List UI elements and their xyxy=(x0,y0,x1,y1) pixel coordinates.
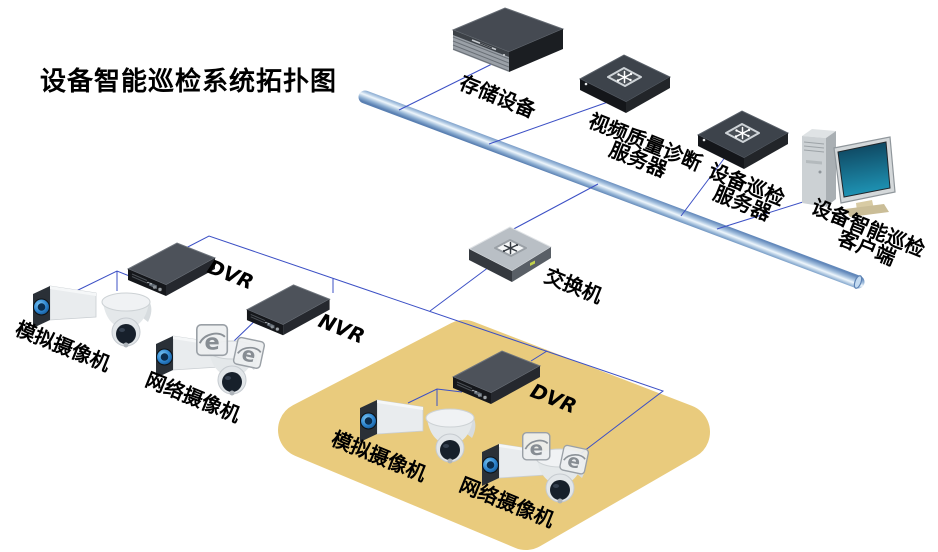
ie-badge-zone-box xyxy=(521,431,551,461)
dvr-top-icon xyxy=(127,242,216,297)
link-storage-bus xyxy=(398,63,493,111)
client-pc-icon xyxy=(802,129,896,217)
switch-label: 交换机 xyxy=(541,263,606,308)
link-switch-bus xyxy=(507,183,599,233)
ie-badge-left-box xyxy=(195,323,229,357)
switch-icon xyxy=(468,226,552,283)
ie-badge-left-dome xyxy=(232,335,266,370)
analog-box-camera-left-icon xyxy=(32,285,97,329)
dvr-top-label: DVR xyxy=(204,254,257,294)
inspection-server-icon xyxy=(697,110,789,170)
ie-badge-zone-dome xyxy=(558,443,590,476)
link-switch-branch xyxy=(429,266,490,312)
nvr-label: NVR xyxy=(315,308,368,348)
bus-end-cap xyxy=(853,275,863,289)
link-video-server-bus xyxy=(488,101,609,145)
video-quality-server-icon xyxy=(579,54,671,114)
storage-server-icon xyxy=(452,7,564,73)
page-title: 设备智能巡检系统拓扑图 xyxy=(40,67,338,97)
link-main-branch xyxy=(179,235,665,462)
analog-dome-camera-left-icon xyxy=(101,292,152,348)
link-dvr2-cameras xyxy=(407,388,463,406)
network-bus xyxy=(358,90,865,289)
analog-camera-left-label: 模拟摄像机 xyxy=(12,316,114,376)
storage-label: 存储设备 xyxy=(456,70,540,123)
link-inspection-server-bus xyxy=(680,151,730,217)
inspection-server-label: 设备巡检 服务器 xyxy=(705,158,788,226)
highlight-zone xyxy=(278,320,710,550)
link-dvr2-branch xyxy=(530,350,548,362)
